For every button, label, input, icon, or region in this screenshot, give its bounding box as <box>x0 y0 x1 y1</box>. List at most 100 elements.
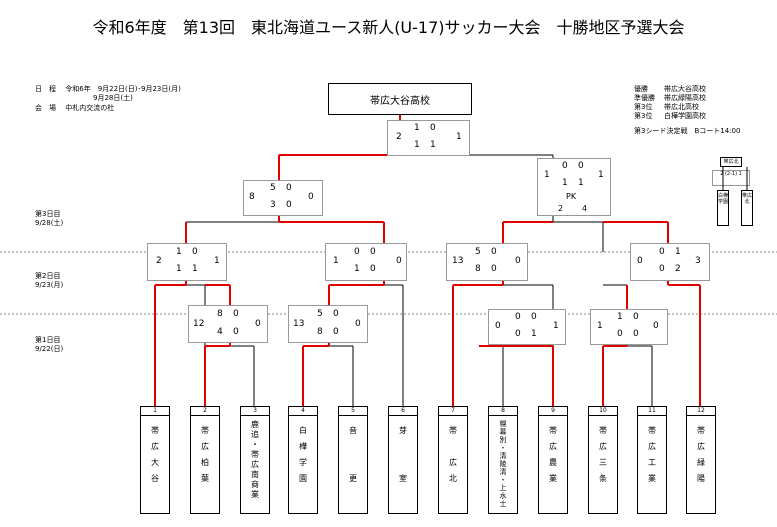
score-right: 1 <box>598 170 604 180</box>
team-name-char: ・ <box>499 444 507 452</box>
day-title: 第2日目 <box>35 272 61 280</box>
team-name-char: ・ <box>499 476 507 484</box>
team-number: 2 <box>191 407 219 416</box>
team-name-char: 業 <box>648 474 656 483</box>
score-half: 0 <box>515 312 521 322</box>
score-box-semifinal: 1 0 0 1 1 1 PK 2 4 <box>537 158 611 216</box>
score-left: 8 <box>249 192 255 202</box>
team-name: 帯 広北 <box>439 416 467 484</box>
team-name-char: 業 <box>251 490 259 499</box>
score-box-final: 2 1 0 1 1 1 <box>387 120 470 156</box>
team-name-char: 帯 <box>648 426 656 435</box>
team-name-char: 芽 <box>399 426 407 435</box>
schedule-label: 日 程 <box>35 85 56 93</box>
team-name: 帯広大谷 <box>141 416 169 484</box>
team-name: 幌幕別・清陵清・上水士 <box>489 416 517 508</box>
score-box-round1: 12 8 0 4 0 0 <box>188 305 268 343</box>
team-number: 10 <box>589 407 617 416</box>
team-name-char: 広 <box>251 460 259 469</box>
team-number: 8 <box>489 407 517 416</box>
score-left: 1 <box>333 256 339 266</box>
third-seed-team-left: 白樺学園 <box>717 190 729 226</box>
score-half: 1 <box>531 329 537 339</box>
score-left: 0 <box>637 256 643 266</box>
day-date: 9/23(月) <box>35 281 64 289</box>
mini-score: 1 <box>738 171 742 177</box>
score-half: 1 <box>176 264 182 274</box>
third-seed-score: 2 (2-1) 1 <box>712 170 750 186</box>
team-number: 1 <box>141 407 169 416</box>
team-name-char: 学 <box>299 458 307 467</box>
score-half: 0 <box>659 264 665 274</box>
team-name-char: 広 <box>599 442 607 451</box>
team-name-char: 工 <box>648 458 656 467</box>
day-date: 9/28(土) <box>35 219 64 227</box>
score-right: 0 <box>653 321 659 331</box>
score-half: 0 <box>354 247 360 257</box>
score-half: 0 <box>633 329 639 339</box>
score-half: 0 <box>659 247 665 257</box>
result-team: 帯広緑陽高校 <box>664 94 706 102</box>
team-name-char: 幕 <box>499 428 507 436</box>
team-name: 帯広工業 <box>638 416 666 484</box>
team-name-char <box>339 458 367 468</box>
schedule-line1: 令和6年 9月22日(日)･9月23日(月) <box>65 85 181 93</box>
team-name-char <box>439 442 467 452</box>
team-name-char: 緑 <box>697 458 705 467</box>
page-title: 令和6年度 第13回 東北海道ユース新人(U-17)サッカー大会 十勝地区予選大… <box>92 18 685 37</box>
score-right: 0 <box>255 319 261 329</box>
team-name: 鹿追・帯広南商業 <box>241 416 269 500</box>
team-name-char: 業 <box>549 474 557 483</box>
venue-label: 会 場 <box>35 104 56 112</box>
team-name-char: 広 <box>549 442 557 451</box>
team-name-char: 帯 <box>251 450 259 459</box>
venue-value: 中札内交流の杜 <box>65 104 115 112</box>
team-name-char: 樺 <box>299 442 307 451</box>
team-number: 3 <box>241 407 269 416</box>
score-half: 1 <box>562 178 568 188</box>
score-right: 0 <box>515 256 521 266</box>
team-name-char: 清 <box>499 468 507 476</box>
score-right: 0 <box>355 319 361 329</box>
team-name-char: 大 <box>151 458 159 467</box>
team-name-char: 帯 <box>697 426 705 435</box>
score-half: 2 <box>675 264 681 274</box>
team-name-char: 追 <box>251 430 259 439</box>
team-name-char: 更 <box>349 474 357 483</box>
team-name-char: 広 <box>151 442 159 451</box>
mini-score: 1 <box>731 171 736 177</box>
day-title: 第3日目 <box>35 210 61 218</box>
score-half: 0 <box>633 312 639 322</box>
team-name-char: 北 <box>449 474 457 483</box>
team-name-char: ・ <box>251 440 259 449</box>
score-half: 0 <box>515 329 521 339</box>
score-box-round2: 13 5 0 8 0 0 <box>446 243 528 281</box>
third-seed-team-right: 帯広北 <box>741 190 753 226</box>
third-seed-label: 第3シード決定戦 Bコート14:00 <box>634 127 741 135</box>
score-half: 1 <box>617 312 623 322</box>
team-number: 4 <box>289 407 317 416</box>
team-name-char: 三 <box>599 458 607 467</box>
score-half: 0 <box>286 200 292 210</box>
team-name-char: 別 <box>499 436 507 444</box>
score-box-round1: 0 0 0 0 1 1 <box>488 309 566 345</box>
team-name-char: 南 <box>251 470 259 479</box>
team-name-char: 商 <box>251 480 259 489</box>
team-name-char: 園 <box>299 474 307 483</box>
team-name-char: 水 <box>499 492 507 500</box>
pk-label: PK <box>566 192 577 201</box>
mini-score: 2 <box>720 171 724 177</box>
score-left: 2 <box>156 256 162 266</box>
team-name: 帯広農業 <box>539 416 567 484</box>
score-half: 1 <box>192 264 198 274</box>
score-half: 1 <box>430 140 436 150</box>
third-seed-header: 帯広北 <box>720 157 742 167</box>
